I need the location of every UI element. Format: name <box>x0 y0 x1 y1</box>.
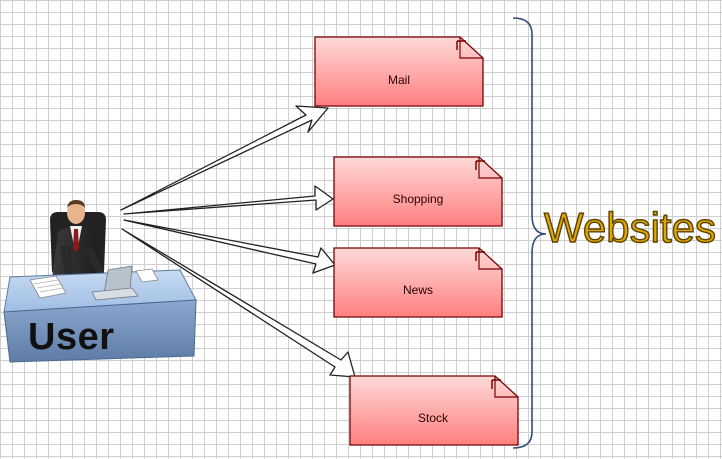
site-box-stock <box>349 375 519 446</box>
businessman-at-desk-icon <box>3 200 197 363</box>
arrow-to-mail <box>120 105 329 211</box>
websites-bracket <box>512 17 547 449</box>
arrow-to-shopping <box>123 185 334 215</box>
site-box-news <box>333 247 503 318</box>
site-box-mail <box>314 36 484 107</box>
site-box-shopping <box>333 156 503 227</box>
arrow-to-news <box>123 219 336 274</box>
